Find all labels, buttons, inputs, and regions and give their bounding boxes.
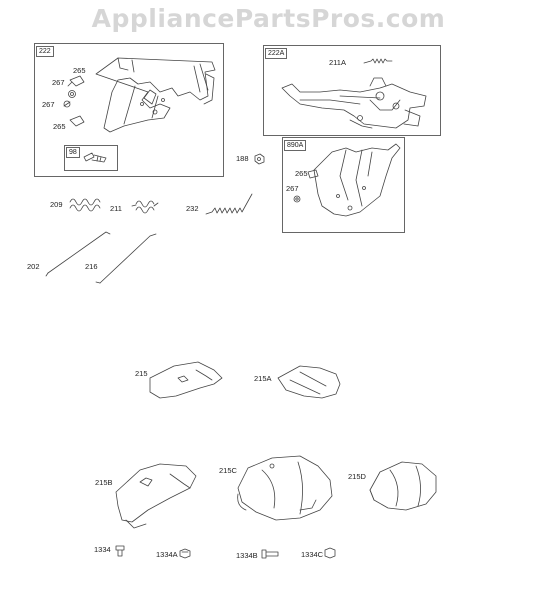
box-890a-tag: 890A bbox=[284, 140, 307, 151]
label-211a: 211A bbox=[329, 58, 346, 67]
part-202-rod bbox=[46, 232, 110, 276]
label-267-a: 267 bbox=[52, 78, 65, 87]
label-232: 232 bbox=[186, 204, 199, 213]
label-215b: 215B bbox=[95, 478, 113, 487]
label-267-c: 267 bbox=[286, 184, 299, 193]
part-98-screw bbox=[84, 153, 106, 162]
label-209: 209 bbox=[50, 200, 63, 209]
box-98 bbox=[64, 145, 118, 171]
part-215-shroud bbox=[150, 362, 222, 398]
label-267-b: 267 bbox=[42, 100, 55, 109]
part-209-spring bbox=[70, 199, 100, 211]
label-1334a: 1334A bbox=[156, 550, 178, 559]
label-215a: 215A bbox=[254, 374, 272, 383]
part-215a-shroud bbox=[278, 366, 340, 398]
label-188: 188 bbox=[236, 154, 249, 163]
part-215d-shroud bbox=[370, 462, 436, 510]
label-202: 202 bbox=[27, 262, 40, 271]
box-222a-tag: 222A bbox=[265, 48, 288, 59]
part-1334c-nut bbox=[325, 548, 335, 558]
label-1334: 1334 bbox=[94, 545, 111, 554]
part-1334a-nut bbox=[180, 549, 190, 558]
label-265-b: 265 bbox=[53, 122, 66, 131]
part-188-nut bbox=[255, 154, 264, 164]
label-265-c: 265 bbox=[295, 169, 308, 178]
part-232-spring bbox=[206, 194, 252, 214]
label-215c: 215C bbox=[219, 466, 237, 475]
part-1334-bolt bbox=[116, 546, 124, 556]
part-1334b-screw bbox=[262, 550, 278, 558]
part-215c-shroud bbox=[238, 456, 332, 520]
label-265-a: 265 bbox=[73, 66, 86, 75]
part-890a-bracket bbox=[314, 144, 400, 216]
label-211: 211 bbox=[110, 204, 122, 213]
label-1334c: 1334C bbox=[301, 550, 324, 559]
part-211-spring bbox=[132, 201, 158, 213]
part-265-b bbox=[70, 116, 84, 126]
part-265-c bbox=[308, 170, 318, 178]
part-211a-spring bbox=[364, 59, 392, 63]
part-267-b bbox=[64, 101, 70, 107]
part-216-rod bbox=[96, 234, 156, 283]
part-222a-linkage bbox=[282, 78, 426, 128]
label-215d: 215D bbox=[348, 472, 366, 481]
box-98-tag: 98 bbox=[66, 147, 80, 158]
part-215b-shroud bbox=[116, 464, 196, 528]
part-222-bracket bbox=[96, 58, 215, 132]
part-265-a bbox=[68, 76, 84, 86]
watermark: AppliancePartsPros.com bbox=[91, 4, 446, 33]
label-216: 216 bbox=[85, 262, 98, 271]
label-215: 215 bbox=[135, 369, 148, 378]
part-267-c bbox=[294, 196, 300, 202]
part-267-a bbox=[69, 91, 76, 98]
label-1334b: 1334B bbox=[236, 551, 258, 560]
box-890a bbox=[282, 137, 405, 233]
box-222-tag: 222 bbox=[36, 46, 54, 57]
